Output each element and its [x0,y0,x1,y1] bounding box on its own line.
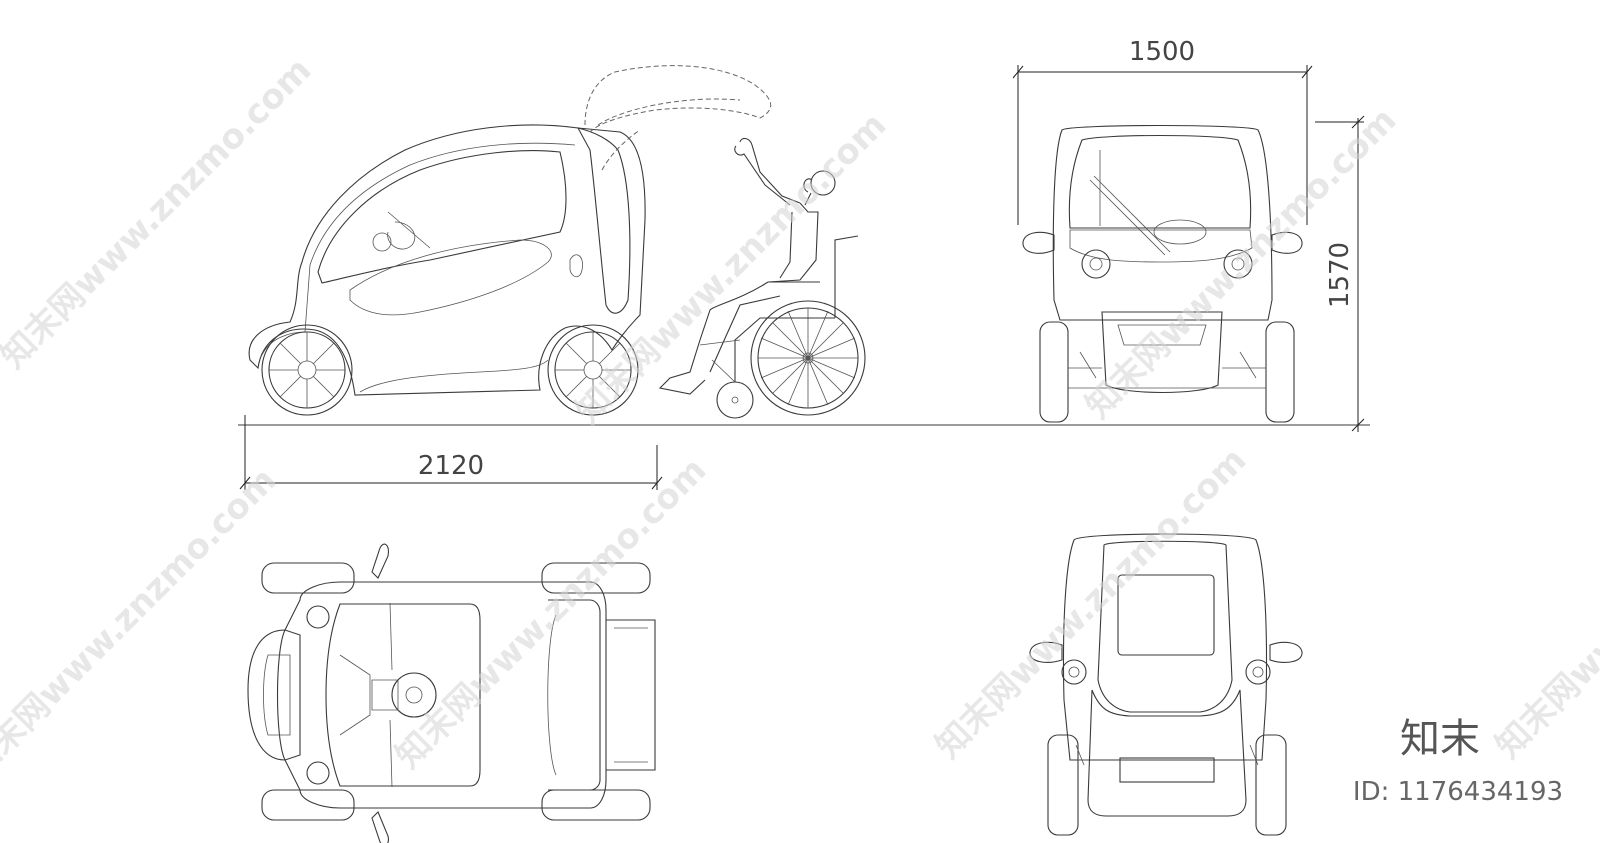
top-view-wheel-fr [541,562,651,594]
front-view-bumper [1101,311,1223,393]
dimension-front-width-label: 1500 [1129,37,1195,67]
side-view-open-door [584,65,772,133]
top-view-headlight-top [306,605,330,629]
top-view-wheel-rl [261,789,355,821]
watermark-text: 知末网www.znzmo.com [388,450,714,776]
top-view [247,543,656,843]
watermark-text: 知末网www.znzmo.com [0,50,319,376]
top-view-cabin [325,603,481,787]
side-view-body-inner [261,142,576,356]
dimension-front-width: 1500 [1012,37,1313,225]
front-view-headlight-left [1081,249,1111,279]
side-view-steering [387,211,431,250]
side-view-door-arc [597,98,741,171]
rear-view-wheel-left [1047,734,1079,836]
top-view-door-open [548,599,601,791]
top-view-mirror-top [371,543,389,579]
top-view-body [276,581,607,809]
side-view-seat [372,232,392,252]
dimension-side-length: 2120 [239,415,663,490]
dimension-front-height-label: 1570 [1325,242,1355,308]
side-view-body [248,124,646,396]
rear-view-wheel-right [1255,734,1287,836]
side-view-front-wheel [261,324,353,416]
watermark-text: 知末网www.znzmo.com [0,460,284,786]
brand-logo: 知末 [1400,716,1480,762]
front-view-suspension [1068,351,1266,389]
front-view-lower [1069,229,1253,263]
watermark-text: 知末网www.znzmo.com [1488,440,1600,766]
watermark-layer: 知末网www.znzmo.com 知末网www.znzmo.com 知末网www… [0,50,1600,786]
rear-view-window [1117,574,1215,656]
rear-view-mirror-left [1029,641,1063,663]
top-view-nose [247,629,301,761]
front-view-mirror-left [1022,231,1055,254]
front-view-steering [1153,219,1207,245]
dimension-front-height: 1570 [1315,115,1365,432]
front-view-wheel-left [1039,321,1069,423]
side-view-sill [359,359,549,393]
dimension-side-length-label: 2120 [418,451,484,481]
front-view-wheel-right [1265,321,1295,423]
top-view-rear [606,619,656,771]
side-view [248,65,866,419]
top-view-headlight-bottom [306,761,330,785]
top-view-steering-wheel [391,672,437,718]
front-view [1022,124,1303,423]
side-view-door-line [349,239,552,316]
top-view-wheel-fl [261,562,355,594]
front-view-headlight-right [1223,249,1253,279]
side-view-b-pillar [576,127,631,314]
rear-view-plate [1119,757,1215,783]
top-view-wheel-rr [541,789,651,821]
front-view-mirror-right [1271,231,1303,254]
rear-view-body [1062,533,1268,761]
rear-view [1029,533,1303,836]
rear-view-roof [1097,540,1233,713]
rear-view-light-right [1245,659,1271,685]
rear-view-mirror-right [1269,641,1303,663]
side-view-window [317,150,567,284]
top-view-mirror-bottom [371,811,389,843]
side-view-rear-wheel [547,324,639,416]
wheelchair-user [658,137,866,419]
side-view-tail [569,254,583,278]
front-view-body [1052,124,1273,321]
brand-id: ID: 1176434193 [1353,777,1563,807]
front-view-wiper [1089,150,1171,256]
rear-view-light-left [1061,659,1087,685]
front-view-windshield [1068,134,1252,229]
rear-view-lower [1087,689,1247,817]
